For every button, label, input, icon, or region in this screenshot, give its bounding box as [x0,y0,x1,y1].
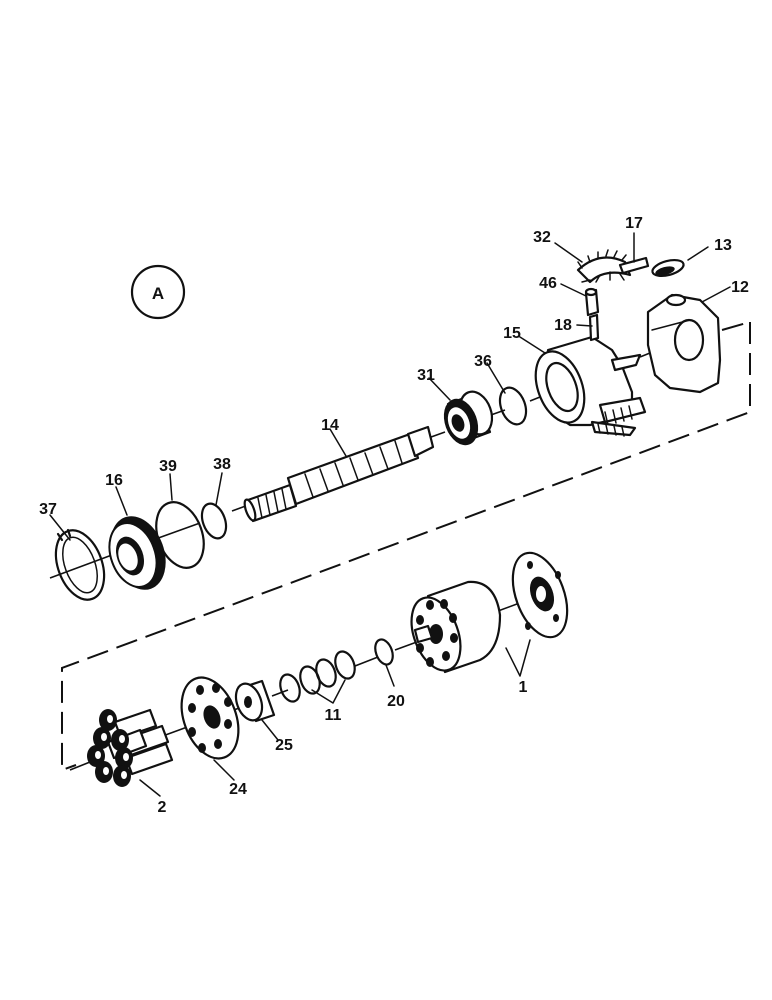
callout-16: 16 [105,472,123,489]
part-20-ring [374,638,394,666]
callout-36: 36 [474,353,492,370]
lower-axis [69,600,526,771]
callout-11: 11 [325,707,342,724]
callout-39: 39 [159,458,177,475]
part-14-shaft [243,425,435,523]
part-31-bearing [443,390,494,446]
part-36-ring [498,386,528,426]
part-1-valve-plate [511,551,569,639]
callout-20: 20 [387,693,405,710]
callout-38: 38 [213,456,231,473]
part-17-lever [618,256,650,275]
part-32-gear-sector [576,249,632,284]
callout-25: 25 [275,737,293,754]
leader-lines [49,232,731,797]
assembly-boundary [61,321,751,772]
callout-15: 15 [503,325,521,342]
part-37-circlip [54,528,106,601]
part-16-seal [108,516,166,590]
part-39-o-ring [155,501,205,569]
callout-37: 37 [39,501,57,518]
part-1-cylinder-block [410,580,502,674]
part-25-ball-guide [234,679,276,723]
part-38-ring [200,502,228,540]
part-12-bracket [646,293,722,394]
part-15-housing [534,335,647,437]
callout-18: 18 [554,317,572,334]
callout-1: 1 [519,679,528,696]
part-2-pistons [87,708,174,787]
part-46-pin [584,287,600,317]
callout-13: 13 [714,237,732,254]
part-24-retainer-plate [180,676,240,760]
view-badge-letter: A [152,284,164,303]
callout-14: 14 [321,417,339,434]
part-11-rings [279,650,356,703]
callout-46: 46 [539,275,557,292]
callout-12: 12 [731,279,749,296]
callout-labels: 32 17 13 12 46 18 15 31 36 14 38 39 16 3… [39,215,749,816]
callout-2: 2 [158,799,167,816]
callout-31: 31 [417,367,435,384]
callout-17: 17 [625,215,643,232]
part-18-pin [588,313,600,342]
view-badge: A [130,264,186,320]
part-13-washer [651,258,685,278]
callout-32: 32 [533,229,551,246]
callout-24: 24 [229,781,247,798]
